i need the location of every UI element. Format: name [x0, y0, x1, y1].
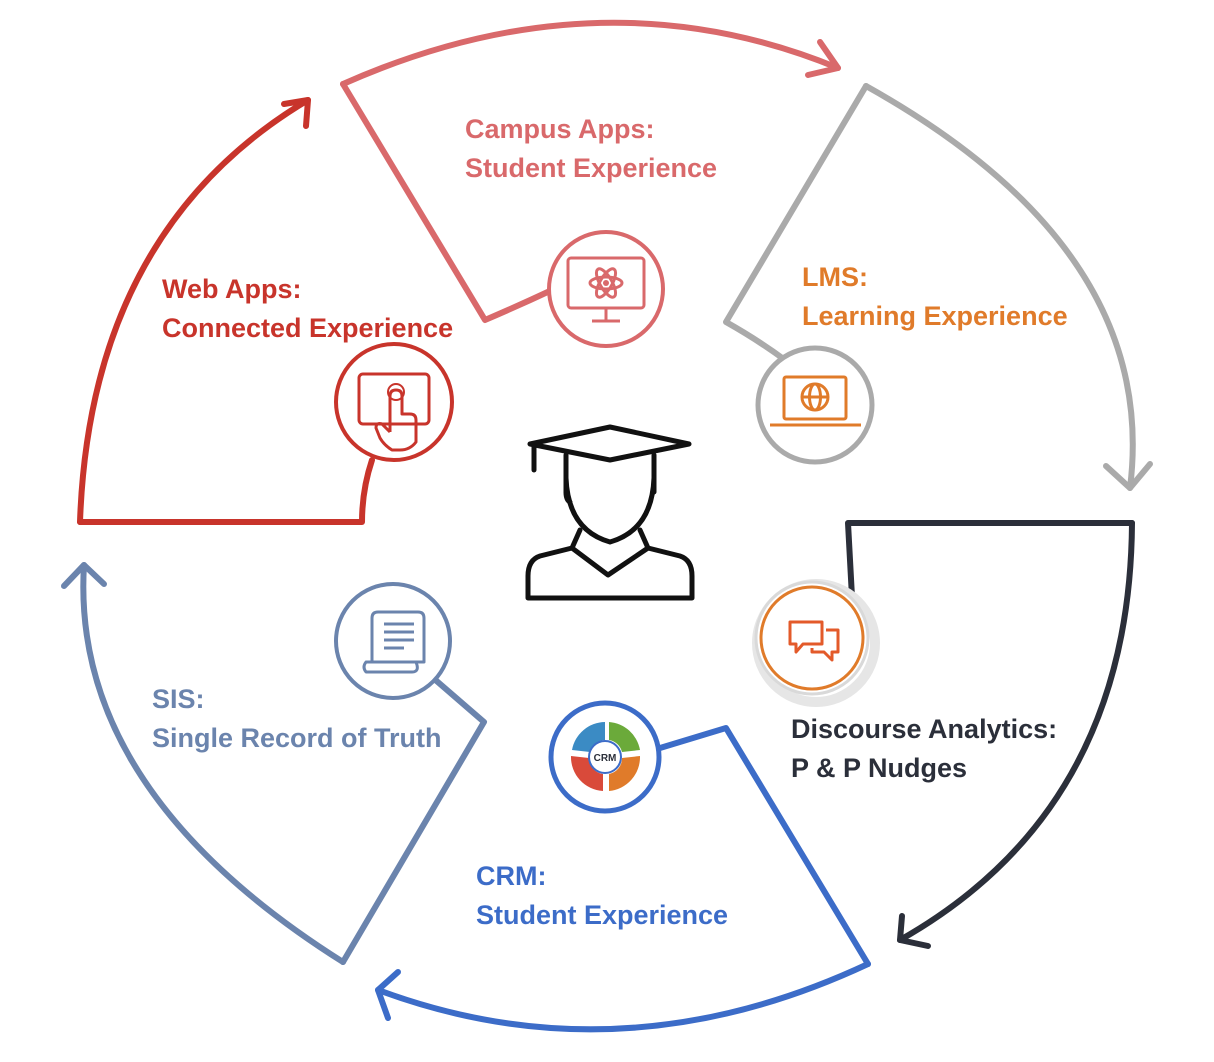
discourse-segment [845, 520, 1135, 949]
sis-subtitle: Single Record of Truth [152, 723, 442, 753]
campus-segment [340, 19, 841, 323]
discourse-top [845, 520, 1135, 600]
discourse-arrowhead [897, 913, 931, 949]
campus-label: Campus Apps: Student Experience [465, 110, 717, 188]
touch-tablet-icon [334, 342, 454, 462]
crm-segment [375, 725, 871, 1033]
lms-arrowhead [1103, 461, 1153, 491]
crm-connector [657, 725, 871, 967]
crm-arrowhead [375, 969, 401, 1021]
web-label: Web Apps: Connected Experience [162, 270, 453, 348]
lms-segment [723, 83, 1153, 491]
crm-title: CRM: [476, 861, 547, 891]
web-subtitle: Connected Experience [162, 313, 454, 343]
web-arc [77, 97, 311, 525]
monitor-atom-icon [547, 230, 665, 348]
lms-arc [863, 83, 1136, 491]
discourse-subtitle: P & P Nudges [791, 753, 968, 783]
crm-label: CRM: Student Experience [476, 857, 728, 935]
web-title: Web Apps: [162, 274, 302, 304]
graduate-student-icon [525, 424, 695, 601]
sis-segment [61, 562, 487, 965]
sis-connector [340, 674, 487, 965]
web-connector [77, 457, 375, 525]
campus-subtitle: Student Experience [465, 153, 718, 183]
sis-arc [80, 562, 346, 965]
web-segment [77, 97, 375, 525]
scroll-document-icon [334, 582, 452, 700]
lms-title: LMS: [802, 262, 868, 292]
campus-arrowhead [805, 39, 841, 78]
crm-arc [375, 961, 871, 1033]
crm-cycle-icon: CRM [548, 700, 662, 814]
sis-arrowhead [61, 562, 107, 589]
laptop-globe-icon [755, 345, 875, 465]
campus-title: Campus Apps: [465, 114, 655, 144]
crm-icon-text: CRM [594, 753, 617, 764]
discourse-label: Discourse Analytics: P & P Nudges [791, 710, 1057, 788]
web-arrowhead [281, 97, 311, 129]
discourse-arc [897, 520, 1135, 943]
campus-arc [340, 19, 841, 87]
sis-label: SIS: Single Record of Truth [152, 680, 442, 758]
sis-title: SIS: [152, 684, 205, 714]
chat-bubbles-icon [752, 579, 880, 707]
discourse-title: Discourse Analytics: [791, 714, 1058, 744]
lms-label: LMS: Learning Experience [802, 258, 1068, 336]
crm-subtitle: Student Experience [476, 900, 729, 930]
lms-subtitle: Learning Experience [802, 301, 1068, 331]
lms-connector [723, 83, 869, 363]
campus-connector [340, 81, 555, 323]
